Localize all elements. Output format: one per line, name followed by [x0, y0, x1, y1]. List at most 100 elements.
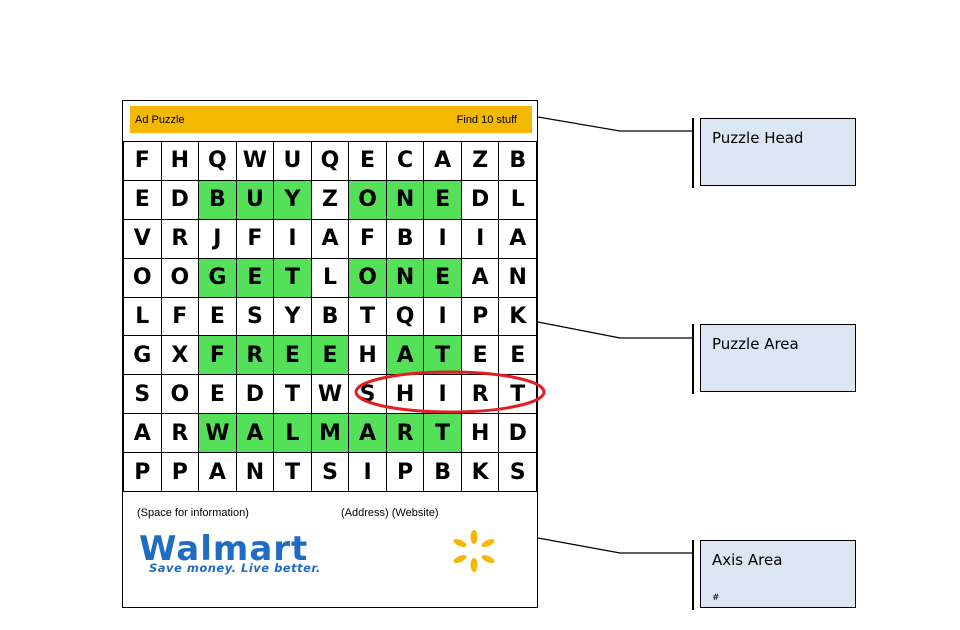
grid-cell: F: [199, 336, 237, 376]
grid-cell: E: [424, 180, 462, 220]
grid-cell: T: [349, 297, 387, 337]
grid-cell: A: [199, 453, 237, 492]
grid-cell: N: [386, 180, 425, 220]
grid-cell: F: [161, 297, 200, 337]
grid-cell: N: [499, 258, 537, 298]
info-placeholder: (Space for information): [137, 507, 249, 519]
grid-cell: N: [236, 453, 275, 492]
bracket-puzzle-head: [692, 118, 694, 188]
grid-cell: I: [424, 375, 462, 415]
connector-puzzle-head: [537, 116, 692, 132]
grid-cell: O: [349, 180, 387, 220]
grid-cell: Q: [199, 142, 237, 181]
grid-cell: L: [124, 297, 162, 337]
grid-cell: A: [311, 219, 350, 259]
grid-cell: T: [274, 375, 312, 415]
grid-cell: P: [386, 453, 425, 492]
grid-cell: A: [349, 414, 387, 454]
grid-cell: A: [424, 142, 462, 181]
puzzle-instruction: Find 10 stuff: [456, 114, 517, 126]
grid-cell: B: [199, 180, 237, 220]
walmart-logo: Walmart Save money. Live better.: [137, 529, 527, 579]
grid-cell: D: [161, 180, 200, 220]
grid-cell: B: [424, 453, 462, 492]
grid-cell: Y: [274, 297, 312, 337]
grid-cell: L: [274, 414, 312, 454]
grid-cell: G: [124, 336, 162, 376]
grid-cell: B: [386, 219, 425, 259]
grid-cell: R: [461, 375, 500, 415]
grid-cell: O: [349, 258, 387, 298]
grid-cell: K: [499, 297, 537, 337]
label-axis-area-text: Axis Area: [712, 551, 783, 569]
grid-cell: Z: [311, 180, 350, 220]
grid-cell: Z: [461, 142, 500, 181]
grid-cell: O: [161, 258, 200, 298]
grid-cell: A: [124, 414, 162, 454]
grid-cell: P: [124, 453, 162, 492]
grid-cell: E: [499, 336, 537, 376]
grid-cell: H: [461, 414, 500, 454]
grid-cell: W: [199, 414, 237, 454]
label-axis-area: Axis Area #: [700, 540, 856, 608]
grid-cell: F: [349, 219, 387, 259]
grid-cell: S: [499, 453, 537, 492]
grid-cell: P: [461, 297, 500, 337]
label-puzzle-head-text: Puzzle Head: [712, 129, 804, 147]
grid-cell: E: [199, 375, 237, 415]
grid-cell: K: [461, 453, 500, 492]
grid-cell: C: [386, 142, 425, 181]
grid-cell: A: [499, 219, 537, 259]
grid-cell: B: [311, 297, 350, 337]
grid-cell: U: [236, 180, 275, 220]
grid-cell: I: [274, 219, 312, 259]
grid-cell: A: [386, 336, 425, 376]
grid-cell: O: [124, 258, 162, 298]
grid-cell: U: [274, 142, 312, 181]
grid-cell: B: [499, 142, 537, 181]
grid-cell: S: [236, 297, 275, 337]
grid-cell: T: [274, 453, 312, 492]
grid-cell: H: [161, 142, 200, 181]
grid-cell: Y: [274, 180, 312, 220]
logo-tagline: Save money. Live better.: [149, 561, 321, 575]
grid-cell: W: [311, 375, 350, 415]
puzzle-head-bar: Ad Puzzle Find 10 stuff: [130, 106, 532, 133]
grid-cell: A: [236, 414, 275, 454]
grid-cell: R: [236, 336, 275, 376]
grid-cell: I: [424, 297, 462, 337]
address-website-placeholder: (Address) (Website): [341, 507, 439, 519]
label-puzzle-area: Puzzle Area: [700, 324, 856, 392]
circled-word-marker: [354, 370, 546, 414]
grid-cell: P: [161, 453, 200, 492]
grid-cell: M: [311, 414, 350, 454]
grid-cell: F: [236, 219, 275, 259]
grid-cell: E: [461, 336, 500, 376]
grid-cell: L: [311, 258, 350, 298]
grid-cell: W: [236, 142, 275, 181]
grid-cell: J: [199, 219, 237, 259]
grid-cell: E: [424, 258, 462, 298]
logo-wordmark: Walmart: [139, 529, 309, 569]
grid-cell: V: [124, 219, 162, 259]
grid-cell: R: [161, 414, 200, 454]
label-puzzle-head: Puzzle Head: [700, 118, 856, 186]
grid-cell: F: [124, 142, 162, 181]
bracket-axis-area: [692, 540, 694, 610]
grid-cell: R: [386, 414, 425, 454]
grid-cell: E: [311, 336, 350, 376]
grid-cell: D: [461, 180, 500, 220]
grid-cell: T: [424, 336, 462, 376]
grid-cell: I: [424, 219, 462, 259]
grid-cell: R: [161, 219, 200, 259]
connector-puzzle-area: [537, 321, 692, 339]
grid-cell: N: [386, 258, 425, 298]
grid-cell: I: [349, 453, 387, 492]
grid-cell: Q: [311, 142, 350, 181]
connector-axis-area: [537, 537, 692, 554]
spark-icon: [453, 530, 495, 572]
grid-cell: E: [274, 336, 312, 376]
